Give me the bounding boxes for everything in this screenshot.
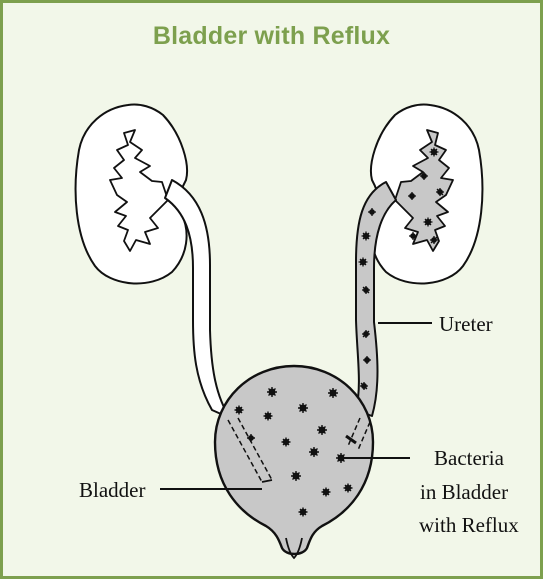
- ureter-label: Ureter: [439, 312, 493, 336]
- bacteria-label-line1: Bacteria: [434, 446, 505, 470]
- bacteria-icon: [328, 388, 338, 398]
- bacteria-icon: [298, 403, 308, 413]
- bacteria-label-line2: in Bladder: [420, 480, 508, 504]
- bacteria-icon: [317, 425, 327, 435]
- bladder: [215, 366, 373, 554]
- bacteria-label-line3: with Reflux: [419, 513, 519, 537]
- bacteria-icon: [291, 471, 301, 481]
- bacteria-icon: [309, 447, 319, 457]
- bacteria-icon: [267, 387, 277, 397]
- bladder-label: Bladder: [79, 478, 145, 502]
